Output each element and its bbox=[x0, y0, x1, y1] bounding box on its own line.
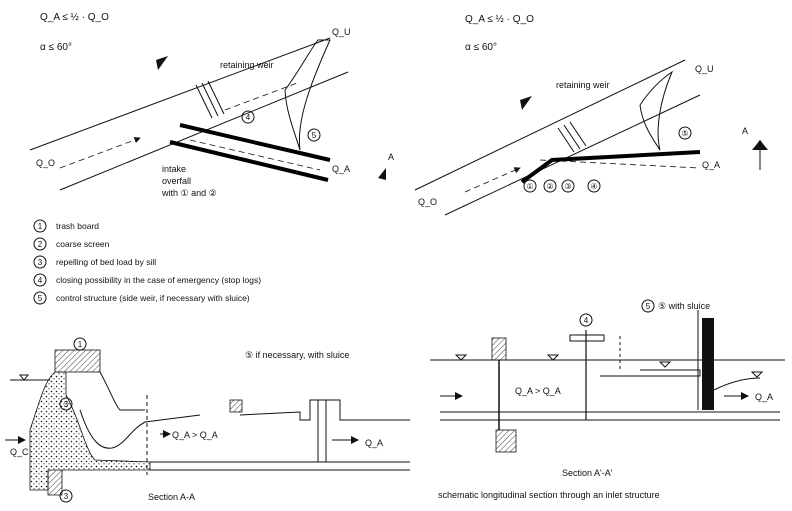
plan-left-q-branch: Q_A bbox=[332, 164, 350, 174]
marker-4-left bbox=[241, 110, 255, 124]
plan-right-formula-2: α ≤ 60° bbox=[465, 42, 497, 53]
plan-left-formula-2: α ≤ 60° bbox=[40, 42, 72, 53]
sluice-gate bbox=[702, 318, 714, 410]
right-intake-branch bbox=[520, 150, 701, 184]
intake-label-1: intake bbox=[162, 164, 186, 174]
right-main-lower-bank bbox=[444, 94, 701, 216]
main-flow-dash bbox=[224, 81, 301, 111]
svg-text:3: 3 bbox=[64, 400, 69, 409]
svg-text:5: 5 bbox=[312, 131, 317, 140]
plan-right-q-in: Q_O bbox=[418, 197, 437, 207]
intake-flow-dash bbox=[189, 139, 321, 171]
svg-text:①: ① bbox=[526, 182, 533, 191]
right-island-outline bbox=[639, 70, 674, 151]
right-main-flow bbox=[464, 167, 521, 193]
plan-left: Q_A ≤ ½ · Q_O α ≤ 60° retaining weir 4 5… bbox=[29, 12, 394, 198]
svg-text:2: 2 bbox=[38, 240, 43, 249]
retaining-weir bbox=[195, 80, 225, 119]
island-outline bbox=[284, 39, 331, 151]
right-weir-label: retaining weir bbox=[556, 80, 610, 90]
svg-text:④: ④ bbox=[590, 182, 597, 191]
plan-right-q-out: Q_U bbox=[695, 64, 714, 74]
legend-item: 2 coarse screen bbox=[33, 237, 110, 251]
plan-left-section-a: A bbox=[388, 152, 394, 162]
trash-board bbox=[54, 349, 101, 373]
svg-text:③: ③ bbox=[564, 182, 571, 191]
right-intake-dash bbox=[539, 159, 701, 169]
main-flow-arrow bbox=[59, 136, 141, 169]
plan-left-q-out: Q_U bbox=[332, 27, 351, 37]
plan-left-q-in: Q_O bbox=[36, 158, 55, 168]
main-channel-upper-bank bbox=[29, 37, 331, 151]
section-arrow-top bbox=[156, 56, 168, 70]
right-section-arrow-top bbox=[520, 96, 532, 110]
svg-text:4: 4 bbox=[246, 113, 251, 122]
weir-label: retaining weir bbox=[220, 60, 274, 70]
legend-item: 5 control structure (side weir, if neces… bbox=[33, 291, 250, 305]
legend-item: 3 repelling of bed load by sill bbox=[33, 255, 156, 269]
intake-label-3: with ① and ② bbox=[161, 188, 217, 198]
svg-text:repelling of bed load by sill: repelling of bed load by sill bbox=[56, 257, 156, 267]
svg-text:1: 1 bbox=[38, 222, 43, 231]
section-aa-caption: Section A-A bbox=[148, 492, 195, 502]
intake-branch-upper bbox=[179, 123, 331, 162]
section-a1-q-out: Q_A bbox=[755, 392, 773, 402]
section-a1: 4 5 ⑤ with sluice Q_A > Q_A Q_A Section … bbox=[430, 299, 785, 500]
legend-item: 4 closing possibility in the case of eme… bbox=[33, 273, 261, 287]
svg-text:coarse screen: coarse screen bbox=[56, 239, 110, 249]
sill-foundation bbox=[47, 470, 63, 496]
plan-right-formula-1: Q_A ≤ ½ · Q_O bbox=[465, 14, 534, 25]
section-a-marker-left bbox=[378, 168, 386, 180]
plan-left-formula-1: Q_A ≤ ½ · Q_O bbox=[40, 12, 109, 23]
svg-text:3: 3 bbox=[64, 492, 69, 501]
section-a1-subcaption: schematic longitudinal section through a… bbox=[438, 490, 660, 500]
svg-text:5: 5 bbox=[646, 302, 651, 311]
water-surface bbox=[79, 409, 201, 449]
section-a1-caption: Section A'-A' bbox=[562, 468, 613, 478]
intake-branch-lower bbox=[169, 140, 329, 182]
marker-5-left bbox=[307, 128, 321, 142]
right-retaining-weir bbox=[557, 121, 587, 153]
legend: 1 trash board 2 coarse screen 3 repellin… bbox=[33, 219, 261, 305]
section-aa-q-c: Q_C bbox=[10, 447, 29, 457]
section-aa: 1 3 3 Q_A > Q_A Q_A Q_C ⑤ if necessary, … bbox=[5, 337, 410, 503]
svg-text:5: 5 bbox=[38, 294, 43, 303]
section-aa-note: ⑤ if necessary, with sluice bbox=[245, 350, 349, 360]
svg-text:1: 1 bbox=[78, 340, 83, 349]
section-aa-q-flow: Q_A > Q_A bbox=[172, 430, 218, 440]
svg-text:4: 4 bbox=[38, 276, 43, 285]
plan-right: Q_A ≤ ½ · Q_O α ≤ 60° retaining weir Q_U… bbox=[414, 14, 768, 216]
section-a1-note: ⑤ with sluice bbox=[658, 301, 710, 311]
svg-text:control structure (side weir,: control structure (side weir, if necessa… bbox=[56, 293, 250, 303]
plan-right-q-branch: Q_A bbox=[702, 160, 720, 170]
section-a1-q-flow: Q_A > Q_A bbox=[515, 386, 561, 396]
svg-text:4: 4 bbox=[584, 316, 589, 325]
right-markers: ① ② ③ ④ ⑤ bbox=[523, 126, 692, 193]
svg-text:trash board: trash board bbox=[56, 221, 99, 231]
section-aa-q-out: Q_A bbox=[365, 438, 383, 448]
svg-text:②: ② bbox=[546, 182, 553, 191]
svg-text:closing possibility in the cas: closing possibility in the case of emerg… bbox=[56, 275, 261, 285]
svg-text:3: 3 bbox=[38, 258, 43, 267]
svg-text:⑤: ⑤ bbox=[681, 129, 688, 138]
intake-label-2: overfall bbox=[162, 176, 191, 186]
plan-right-section-a: A bbox=[742, 126, 748, 136]
right-main-upper-bank bbox=[414, 59, 686, 191]
legend-item: 1 trash board bbox=[33, 219, 99, 233]
